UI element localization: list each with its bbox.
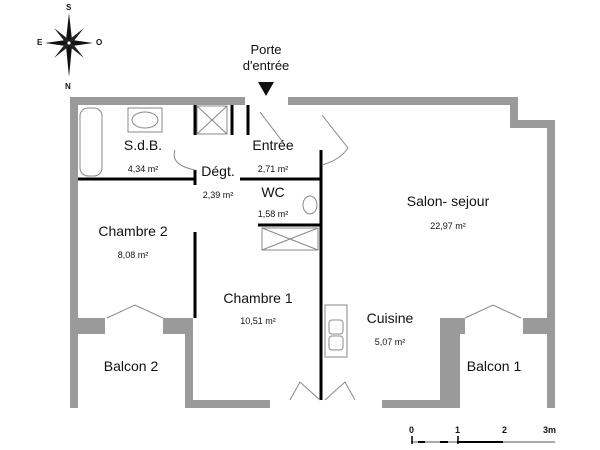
room-name-entree: Entrée [252, 137, 294, 153]
compass-rose-icon [45, 13, 93, 77]
compass-south-label: S [66, 3, 72, 12]
scale-tick-2: 2 [502, 425, 508, 435]
room-name-chambre-2: Chambre 2 [98, 223, 168, 239]
compass-east-label: E [37, 38, 43, 47]
room-area-sdb: 4,34 m² [127, 164, 159, 174]
room-area-cuisine: 5,07 m² [374, 337, 406, 347]
room-area-salon: 22,97 m² [430, 221, 466, 231]
room-area-chambre-1: 10,51 m² [240, 316, 276, 326]
room-name-sdb: S.d.B. [123, 137, 163, 153]
room-name-degt: Dégt. [201, 163, 235, 179]
room-area-degt: 2,39 m² [202, 190, 234, 200]
room-name-balcon-1: Balcon 1 [466, 358, 522, 374]
entrance-label: Porte d'entrée [242, 42, 290, 73]
scale-tick-0: 0 [409, 425, 415, 435]
interior-partitions [78, 105, 323, 400]
compass-north-label: N [65, 82, 71, 91]
exterior-walls [70, 97, 555, 408]
room-name-cuisine: Cuisine [366, 310, 414, 326]
room-name-chambre-1: Chambre 1 [223, 290, 293, 306]
scale-tick-3m: 3m [543, 425, 557, 435]
entrance-arrow-icon [258, 82, 274, 96]
room-area-wc: 1,58 m² [257, 209, 289, 219]
room-name-balcon-2: Balcon 2 [103, 358, 159, 374]
fixtures [79, 105, 522, 401]
room-area-chambre-2: 8,08 m² [117, 250, 149, 260]
compass-west-label: O [96, 38, 103, 47]
room-area-entree: 2,71 m² [257, 164, 289, 174]
scale-bar [411, 436, 555, 444]
room-name-wc: WC [261, 184, 285, 200]
room-name-salon: Salon- sejour [406, 193, 490, 209]
scale-tick-1: 1 [455, 425, 461, 435]
